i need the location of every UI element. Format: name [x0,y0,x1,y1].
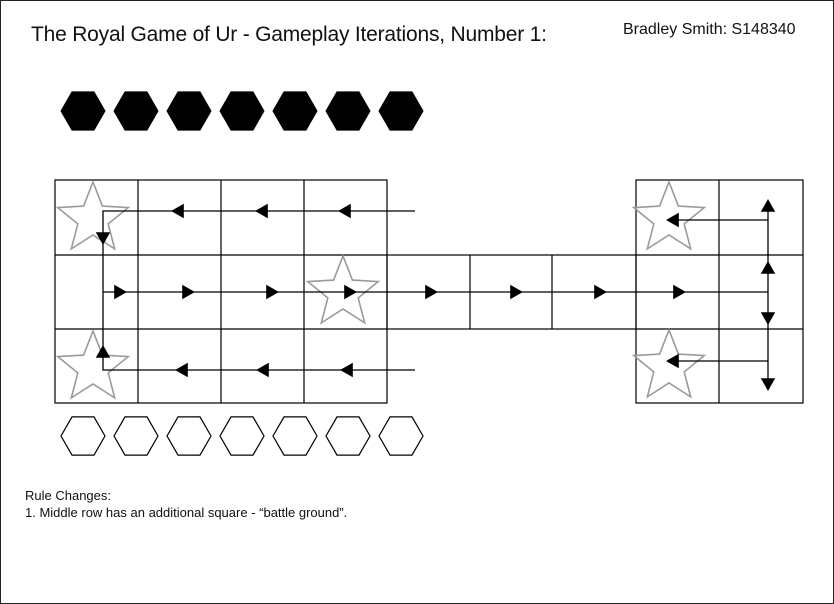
arrow-left-icon [338,203,351,219]
arrow-right-icon [344,284,357,300]
rule-item: 1. Middle row has an additional square -… [25,505,348,520]
arrow-left-icon [255,203,268,219]
rosette-star-icon [631,327,707,399]
player-two-pieces [60,416,424,456]
arrow-left-icon [666,353,679,369]
player-one-pieces [60,91,424,131]
rule-changes: Rule Changes: 1. Middle row has an addit… [25,487,347,521]
white-piece [113,416,159,456]
arrow-left-icon [171,203,184,219]
arrow-down-icon [760,378,776,391]
arrow-left-icon [340,362,353,378]
arrow-right-icon [673,284,686,300]
arrow-right-icon [425,284,438,300]
black-piece [60,91,106,131]
white-piece [166,416,212,456]
arrow-down-icon [760,312,776,325]
black-piece [272,91,318,131]
arrow-left-icon [666,212,679,228]
rosette-star-icon [55,328,131,400]
black-piece [325,91,371,131]
arrow-up-icon [760,261,776,274]
rosette-star-icon [55,179,131,251]
arrow-right-icon [510,284,523,300]
white-piece [378,416,424,456]
arrow-right-icon [266,284,279,300]
page-title: The Royal Game of Ur - Gameplay Iteratio… [31,23,547,46]
arrow-down-icon [95,232,111,245]
arrow-up-icon [760,199,776,212]
white-piece [219,416,265,456]
arrow-left-icon [175,362,188,378]
black-piece [378,91,424,131]
arrow-right-icon [114,284,127,300]
arrow-left-icon [256,362,269,378]
white-piece [325,416,371,456]
rosette-stars [55,179,707,400]
movement-path-lines [102,204,769,386]
rosette-star-icon [305,253,381,325]
arrow-up-icon [95,345,111,358]
white-piece [60,416,106,456]
rosette-star-icon [631,179,707,251]
black-piece [219,91,265,131]
white-piece [272,416,318,456]
black-piece [166,91,212,131]
author-label: Bradley Smith: S148340 [623,21,796,38]
black-piece [113,91,159,131]
movement-arrows [95,199,776,391]
rule-changes-heading: Rule Changes: [25,488,111,503]
arrow-right-icon [594,284,607,300]
arrow-right-icon [182,284,195,300]
